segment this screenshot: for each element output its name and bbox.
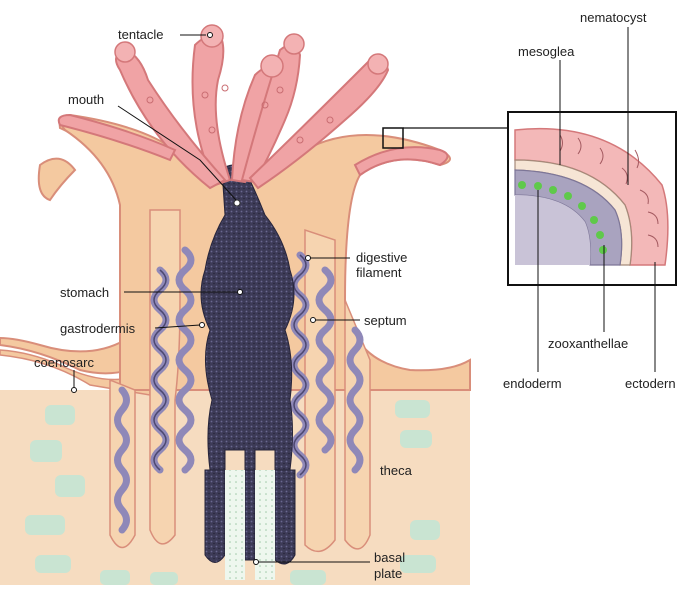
label-endoderm: endoderm <box>503 376 562 391</box>
basal-plate-column <box>225 470 245 580</box>
label-mesoglea: mesoglea <box>518 44 574 59</box>
label-digestive-filament-line1: digestive <box>356 250 407 265</box>
label-ectoderm: ectodern <box>625 376 676 391</box>
label-theca: theca <box>380 463 412 478</box>
label-stomach: stomach <box>60 285 109 300</box>
label-tentacle: tentacle <box>118 27 164 42</box>
inset-panel <box>508 112 676 285</box>
label-basal-plate-line1: basal <box>374 550 405 565</box>
label-basal-plate-line2: plate <box>374 566 402 581</box>
label-zooxanthellae: zooxanthellae <box>548 336 628 351</box>
mouth-marker <box>234 200 240 206</box>
label-coenosarc: coenosarc <box>34 355 94 370</box>
stomach-lower-channels <box>205 470 295 564</box>
label-mouth: mouth <box>68 92 104 107</box>
label-nematocyst: nematocyst <box>580 10 646 25</box>
label-digestive-filament-line2: filament <box>356 265 402 280</box>
label-septum: septum <box>364 313 407 328</box>
label-gastrodermis: gastrodermis <box>60 321 135 336</box>
